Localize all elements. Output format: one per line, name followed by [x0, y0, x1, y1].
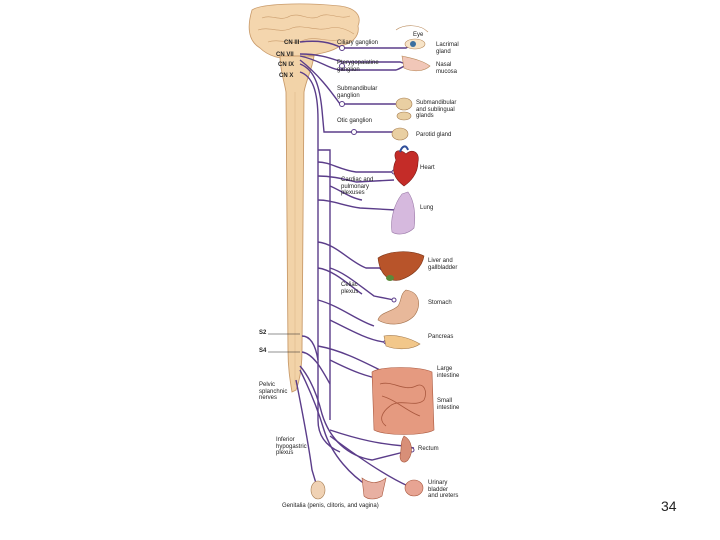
bladder-illustration	[404, 479, 424, 497]
label-s4: S4	[259, 348, 267, 354]
label-lung: Lung	[420, 205, 434, 211]
eye-illustration	[395, 25, 429, 50]
label-large-intestine: Large intestine	[437, 366, 460, 379]
label-ciliary-ganglion: Ciliary ganglion	[337, 40, 379, 46]
intestine-illustration	[371, 367, 435, 435]
label-otic-ganglion: Otic ganglion	[337, 118, 373, 124]
label-celiac-plexus: Celiac plexus	[341, 282, 359, 295]
page-number: 34	[661, 498, 677, 514]
label-salivary-glands: Submandibular and sublingual glands	[416, 100, 457, 120]
heart-illustration	[393, 145, 419, 187]
label-pelvic-splanchnic-nerves: Pelvic splanchnic nerves	[259, 382, 288, 402]
label-s2: S2	[259, 330, 267, 336]
spinal-cord	[279, 55, 315, 393]
label-submandibular-ganglion: Submandibular ganglion	[337, 86, 378, 99]
label-inferior-hypogastric-plexus: Inferior hypogastric plexus	[276, 437, 307, 457]
label-rectum: Rectum	[418, 446, 439, 452]
label-urinary-bladder: Urinary bladder and ureters	[428, 480, 459, 500]
label-eye: Eye	[413, 32, 424, 38]
salivary-gland-illustration	[395, 97, 413, 121]
label-liver-gallbladder: Liver and gallbladder	[428, 258, 458, 271]
spinal-level-leaders	[268, 333, 300, 353]
liver-illustration	[377, 251, 425, 281]
label-cn-x: CN X	[279, 73, 294, 79]
parotid-gland-illustration	[391, 127, 409, 141]
label-pterygopalatine-ganglion: Pterygopalatine ganglion	[337, 60, 379, 73]
lung-illustration	[391, 191, 416, 235]
label-small-intestine: Small intestine	[437, 398, 460, 411]
rectum-illustration	[399, 435, 412, 463]
nasal-illustration	[401, 55, 431, 72]
label-lacrimal-gland: Lacrimal gland	[436, 42, 459, 55]
label-parotid-gland: Parotid gland	[416, 132, 452, 138]
label-cn-iii: CN III	[284, 40, 300, 46]
label-pancreas: Pancreas	[428, 334, 454, 340]
stomach-illustration	[377, 289, 419, 325]
label-stomach: Stomach	[428, 300, 452, 306]
label-nasal-mucosa: Nasal mucosa	[436, 62, 458, 75]
genitalia-illustration	[310, 477, 387, 500]
label-heart: Heart	[420, 165, 435, 171]
pancreas-illustration	[383, 335, 421, 350]
label-cn-vii: CN VII	[276, 52, 294, 58]
label-cn-ix: CN IX	[278, 62, 295, 68]
label-cardiac-plexus: Cardiac and pulmonary plexuses	[341, 177, 374, 197]
label-genitalia: Genitalia (penis, clitoris, and vagina)	[282, 503, 379, 509]
